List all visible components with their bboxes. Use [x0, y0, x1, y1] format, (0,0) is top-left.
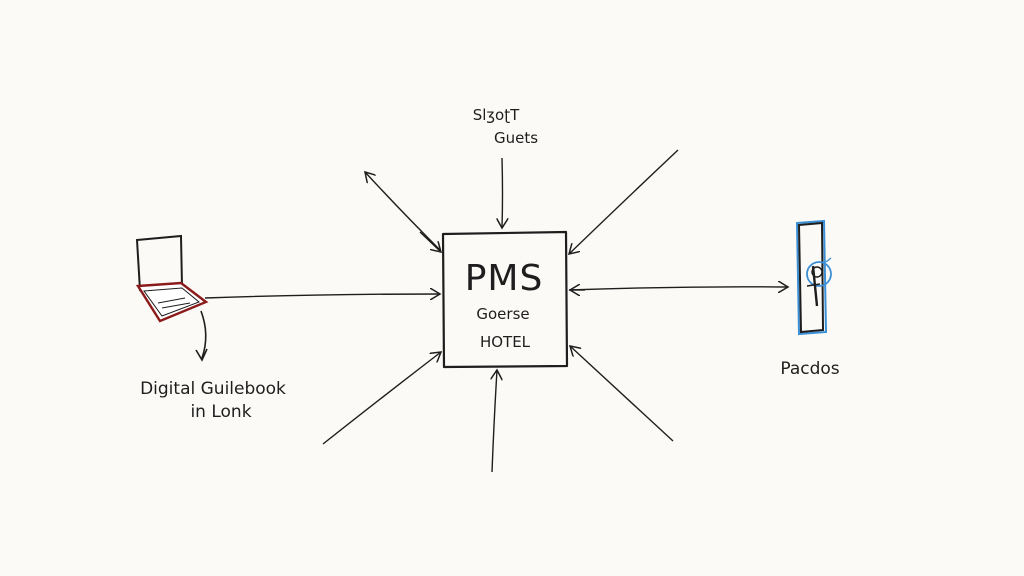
arrow-lower-right [570, 346, 674, 442]
pms-title: PMS [465, 258, 544, 299]
laptop-icon [135, 234, 209, 362]
arrow-upper-left [365, 172, 441, 251]
top-label-line1: Sl⁠ʒoʈT [473, 106, 520, 124]
arrow-right [568, 287, 788, 290]
pms-node: PMS Goerse HOTEL [441, 230, 569, 369]
arrow-upper-left-inner [419, 231, 441, 252]
arrow-lower-left [322, 352, 441, 445]
door-lock-icon [795, 219, 832, 336]
arrow-left [204, 294, 440, 298]
top-label-guests: Guets [494, 129, 538, 147]
pms-hotel-label: HOTEL [480, 333, 531, 351]
digital-guidebook-label: Digital Guilebook [140, 379, 286, 399]
arrow-bottom [492, 370, 497, 473]
right-label: Pacdos [780, 359, 839, 379]
pms-box [441, 230, 569, 369]
arrow-upper-right [569, 149, 679, 254]
pms-subtitle: Goerse [476, 305, 529, 323]
arrow-top [502, 157, 503, 228]
digital-guidebook-sublabel: in Lonk [190, 402, 251, 422]
